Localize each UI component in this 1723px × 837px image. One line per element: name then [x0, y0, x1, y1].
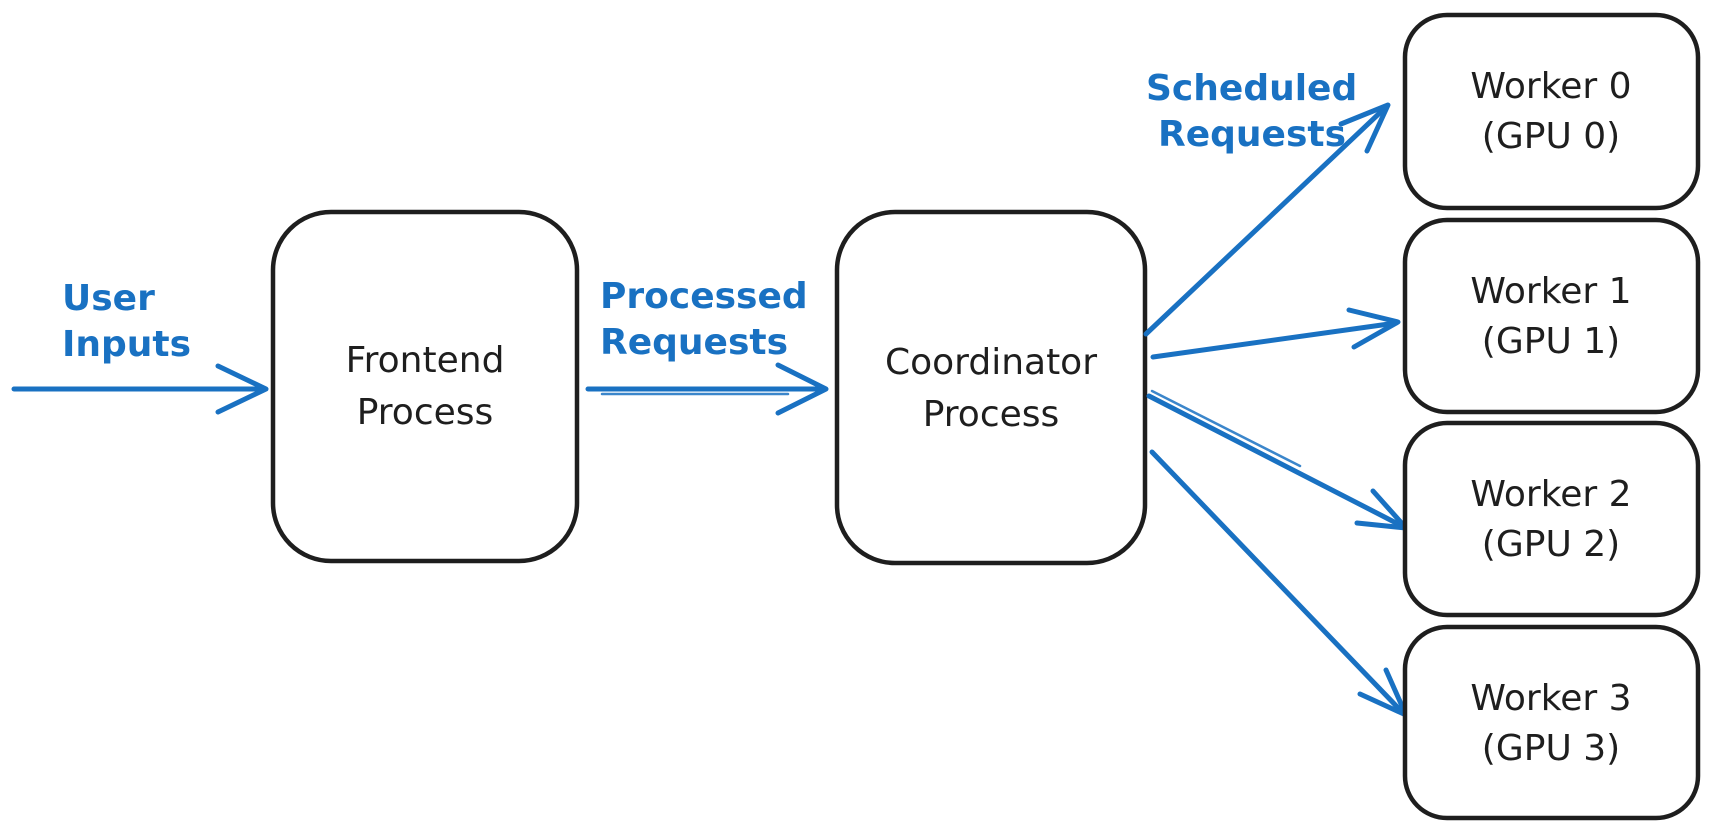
worker-3-label-line2: (GPU 3) [1482, 728, 1620, 769]
worker-1-box [1402, 217, 1701, 415]
scheduled-arrow-worker2-shaft-overdraw [1150, 389, 1302, 468]
worker-3-box [1402, 624, 1701, 821]
scheduled-arrow-worker1-head [1346, 307, 1401, 350]
processed-requests-label-line2: Requests [600, 322, 788, 363]
scheduled-arrow-worker3-shaft [1149, 449, 1407, 717]
worker-1-label-line2: (GPU 1) [1482, 321, 1620, 362]
worker-2-box [1402, 420, 1701, 618]
frontend-process-label-line1: Frontend [346, 340, 505, 381]
node-worker-1: Worker 1 (GPU 1) [1402, 217, 1701, 415]
node-worker-3: Worker 3 (GPU 3) [1402, 624, 1701, 821]
user-inputs-arrow-head [215, 363, 269, 415]
user-inputs-label-line1: User [62, 278, 155, 319]
scheduled-arrow-worker0-head [1338, 102, 1391, 154]
scheduled-arrow-worker0-shaft [1143, 104, 1389, 337]
scheduled-requests-label-line1: Scheduled [1146, 68, 1357, 109]
coordinator-process-box [834, 209, 1148, 566]
worker-0-box [1402, 12, 1701, 211]
node-frontend-process: Frontend Process [270, 209, 580, 564]
edge-processed-requests: Processed Requests [585, 276, 829, 416]
worker-2-label-line1: Worker 2 [1470, 474, 1631, 515]
worker-3-label-line1: Worker 3 [1470, 678, 1631, 719]
scheduled-requests-label-line2: Requests [1158, 114, 1346, 155]
coordinator-process-label-line1: Coordinator [885, 342, 1097, 383]
coordinator-process-label-line2: Process [923, 394, 1060, 435]
processed-requests-label-line1: Processed [600, 276, 808, 317]
scheduled-arrow-worker2-shaft [1146, 393, 1407, 530]
frontend-process-box [270, 209, 580, 564]
scheduled-arrow-worker1-shaft [1150, 320, 1399, 360]
node-coordinator-process: Coordinator Process [834, 209, 1148, 566]
worker-0-label-line2: (GPU 0) [1482, 116, 1620, 157]
node-worker-2: Worker 2 (GPU 2) [1402, 420, 1701, 618]
user-inputs-label-line2: Inputs [62, 324, 191, 365]
node-worker-0: Worker 0 (GPU 0) [1402, 12, 1701, 211]
processed-requests-arrow-head [775, 362, 829, 416]
worker-2-label-line2: (GPU 2) [1482, 524, 1620, 565]
edge-scheduled-requests: Scheduled Requests [1143, 68, 1409, 718]
worker-0-label-line1: Worker 0 [1470, 66, 1631, 107]
edge-user-inputs: User Inputs [11, 278, 269, 415]
scheduled-arrow-worker2-head [1354, 488, 1409, 531]
frontend-process-label-line2: Process [357, 392, 494, 433]
worker-1-label-line1: Worker 1 [1470, 271, 1631, 312]
